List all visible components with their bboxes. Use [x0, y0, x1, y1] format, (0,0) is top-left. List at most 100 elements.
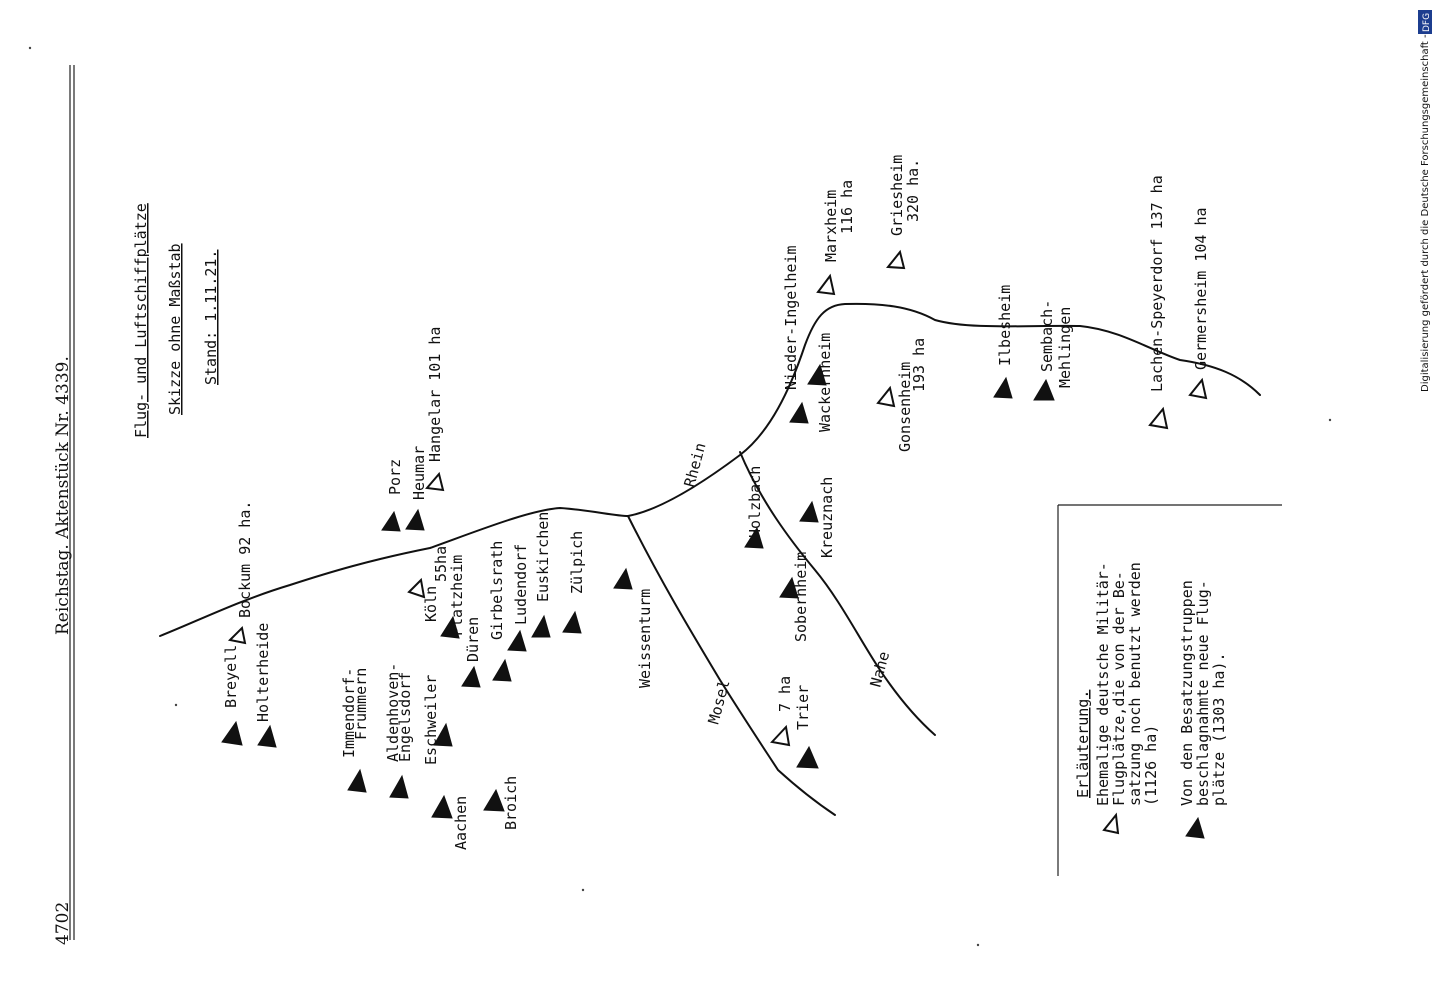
airfield-marker-old	[1148, 406, 1169, 430]
map-title: Flug- und Luftschiffplätze	[132, 203, 150, 438]
legend-new-airfield-icon	[1185, 816, 1205, 839]
place-label-wackernheim: Wackernheim	[816, 333, 834, 432]
place-label-frummern: Frummern	[352, 668, 370, 740]
airfield-marker-new	[993, 376, 1013, 399]
page-speck	[976, 943, 980, 947]
airfield-marker-new	[257, 724, 277, 748]
legend-new-line-1: Von den Besatzungstruppen	[1178, 580, 1196, 806]
airfield-marker-new	[1033, 378, 1055, 401]
place-label-trier-ha: 7 ha	[776, 676, 794, 712]
page-number: 4702	[53, 902, 73, 945]
airfield-marker-new	[789, 401, 809, 424]
legend-old-airfield-icon	[1102, 812, 1120, 835]
place-label-euskirchen: Euskirchen	[534, 512, 552, 602]
legend: Erläuterung. Ehemalige deutsche Militär-…	[1057, 504, 1282, 876]
map-subtitle: Skizze ohne Maßstab	[166, 243, 184, 415]
map-date: Stand: 1.11.21.	[202, 250, 220, 385]
place-label-gonsenheim: Gonsenheim	[896, 362, 914, 452]
place-label-gonsenheim-ha: 193 ha	[910, 338, 928, 392]
dfg-logo-text: DFG	[1422, 13, 1432, 32]
place-label-broich: Broich	[502, 776, 520, 830]
airfield-marker-new	[381, 510, 401, 532]
place-label-ilbesheim: Ilbesheim	[996, 285, 1014, 366]
airfield-marker-new	[405, 508, 425, 531]
place-label-holzbach: Holzbach	[746, 466, 764, 538]
airfield-marker-new	[779, 576, 799, 599]
airfield-marker-new	[744, 526, 764, 549]
place-label-holterheide: Holterheide	[254, 623, 272, 722]
page-speck	[581, 888, 585, 892]
airfield-marker-new	[492, 658, 512, 682]
place-label-eschweiler: Eschweiler	[422, 675, 440, 765]
river-label-rhein: Rhein	[680, 441, 709, 489]
source-reference: Reichstag. Aktenstück Nr. 4339.	[53, 356, 73, 635]
airfield-marker-new	[461, 665, 481, 688]
place-label-immendorf: Immendorf-	[340, 668, 358, 758]
airfield-marker-new	[613, 567, 633, 590]
river-nahe	[739, 451, 936, 736]
river-label-mosel: Mosel	[704, 678, 733, 726]
dfg-logo	[1418, 10, 1432, 34]
place-label-koeln-ha: 55ha	[432, 546, 450, 582]
airfield-marker-old	[886, 249, 906, 270]
legend-new-line-2: beschlagnahmte neue Flug-	[1194, 580, 1212, 806]
place-label-sembach: Sembach-	[1038, 300, 1056, 372]
airfield-marker-old	[876, 385, 896, 408]
place-label-koeln: Köln	[422, 586, 440, 622]
airfield-marker-new	[221, 720, 243, 746]
place-label-kreuznach: Kreuznach	[818, 477, 836, 558]
airfield-marker-new	[562, 610, 582, 634]
airfield-marker-old	[407, 577, 426, 599]
place-label-girbelsrath: Girbelsrath	[488, 541, 506, 640]
place-label-griesheim-ha: 320 ha.	[904, 159, 922, 222]
place-label-lachen-speyerdorf: Lachen-Speyerdorf 137 ha	[1148, 175, 1166, 392]
place-label-zuelpich: Zülpich	[568, 531, 586, 594]
river-mosel	[627, 515, 836, 816]
place-label-nieder-ingelheim: Nieder-Ingelheim	[782, 246, 800, 391]
airfield-marker-old	[227, 625, 247, 645]
legend-old-line-2: Flugplätze,die von der Be-	[1110, 571, 1128, 806]
legend-old-line-3: satzung noch benutzt werden	[1126, 562, 1144, 806]
place-label-aachen: Aachen	[452, 796, 470, 850]
place-label-marxheim: Marxheim	[822, 190, 840, 262]
place-label-breyell: Breyell	[222, 645, 240, 708]
airfield-marker-new	[531, 614, 551, 638]
place-label-platzheim: Platzheim	[448, 555, 466, 636]
airfield-marker-new	[440, 615, 460, 639]
airfield-marker-old	[770, 724, 791, 747]
place-label-mehlingen: Mehlingen	[1056, 307, 1074, 388]
airfield-marker-old	[1188, 377, 1208, 400]
airfield-marker-new	[507, 629, 527, 652]
airfield-marker-new	[796, 745, 819, 769]
place-label-weissenturm: Weissenturm	[636, 589, 654, 688]
page-speck	[1328, 418, 1332, 422]
place-label-ludendorf: Ludendorf	[512, 544, 530, 625]
place-label-germersheim: Germersheim 104 ha	[1192, 207, 1210, 370]
airfield-marker-new	[799, 500, 819, 523]
place-label-bockum: Bockum 92 ha.	[236, 501, 254, 618]
margin-funding-note: Digitalisierung gefördert durch die Deut…	[1420, 34, 1431, 392]
airfield-marker-new	[807, 363, 827, 386]
airfield-marker-new	[347, 768, 367, 793]
place-label-aldenhoven: Aldenhoven-	[384, 663, 402, 762]
airfield-marker-new	[483, 788, 505, 812]
page-speck	[28, 46, 32, 50]
river-rhein-lower	[159, 302, 1261, 637]
place-label-engelsdorf: Engelsdorf	[396, 672, 414, 762]
place-label-dueren: Düren	[464, 617, 482, 662]
place-label-griesheim: Griesheim	[888, 155, 906, 236]
legend-old-line-1: Ehemalige deutsche Militär-	[1094, 562, 1112, 806]
page-speck	[174, 703, 178, 707]
legend-new-line-3: plätze (1303 ha).	[1210, 652, 1228, 806]
place-label-sobernheim: Sobernheim	[792, 552, 810, 642]
airfield-marker-new	[431, 794, 453, 819]
place-label-heumar: Heumar	[410, 446, 428, 500]
legend-heading: Erläuterung.	[1074, 690, 1092, 798]
airfield-marker-old	[425, 471, 445, 492]
place-label-marxheim-ha: 116 ha	[838, 180, 856, 234]
place-label-trier: Trier	[794, 685, 812, 730]
place-label-hangelar: Hangelar 101 ha	[426, 327, 444, 462]
place-label-porz: Porz	[386, 459, 404, 495]
airfield-marker-new	[389, 774, 409, 799]
